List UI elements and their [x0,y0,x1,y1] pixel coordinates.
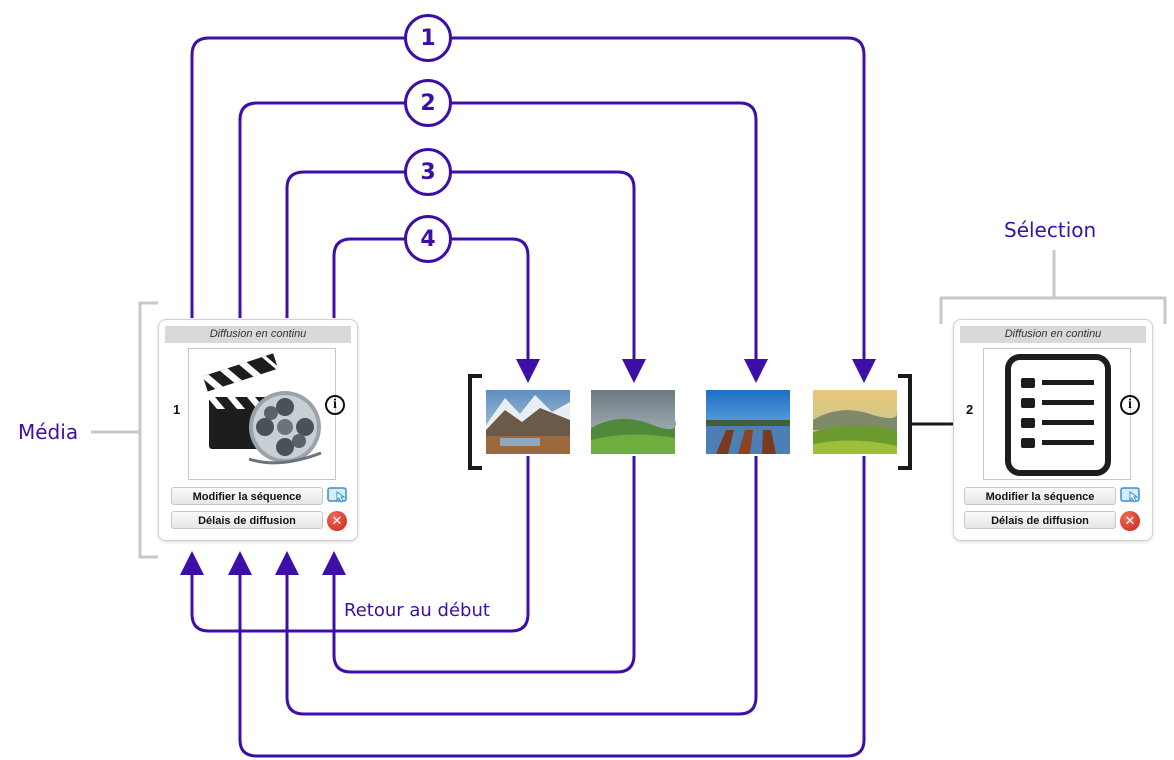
media-card-index: 1 [173,402,181,417]
selection-label: Sélection [1004,218,1097,242]
boats-lake-photo [706,390,790,454]
return-from-image-2 [322,456,636,674]
delete-icon[interactable]: ✕ [327,511,347,531]
return-from-image-3 [275,456,758,716]
media-bracket [138,301,158,559]
step-2-badge: 2 [404,79,452,127]
sequence-bracket-right [898,374,912,470]
connector-step-2 [238,101,768,383]
mountain-lake-photo [486,390,570,454]
step-4-badge: 4 [404,215,452,263]
broadcast-delay-button[interactable]: Délais de diffusion [964,511,1116,529]
connector-step-3 [285,170,646,383]
info-icon[interactable]: i [325,395,345,415]
valley-sunrise-photo [813,390,898,454]
edit-sequence-icon[interactable] [1120,487,1142,505]
selection-thumbnail[interactable] [983,348,1131,480]
modify-sequence-button[interactable]: Modifier la séquence [171,487,323,505]
media-label: Média [18,420,79,444]
media-thumbnail[interactable] [188,348,336,480]
list-icon [1005,354,1111,476]
modify-sequence-button[interactable]: Modifier la séquence [964,487,1116,505]
info-icon[interactable]: i [1120,395,1140,415]
back-to-start-label: Retour au début [344,600,490,621]
sequence-bracket-left [468,374,482,470]
selection-card-title: Diffusion en continu [960,326,1146,343]
media-card: Diffusion en continu 1 i Modifier la séq… [158,319,358,541]
delete-icon[interactable]: ✕ [1120,511,1140,531]
selection-card: Diffusion en continu 2 i Modifier la séq… [953,319,1153,541]
edit-sequence-icon[interactable] [327,487,349,505]
media-card-title: Diffusion en continu [165,326,351,343]
step-1-badge: 1 [404,14,452,62]
return-from-image-1 [180,456,530,633]
return-from-image-4 [228,456,866,758]
green-hills-photo [591,390,676,454]
connector-step-1 [190,36,876,383]
step-3-badge: 3 [404,148,452,196]
film-clapper-reel-icon [200,353,322,465]
broadcast-delay-button[interactable]: Délais de diffusion [171,511,323,529]
selection-card-index: 2 [966,402,974,417]
